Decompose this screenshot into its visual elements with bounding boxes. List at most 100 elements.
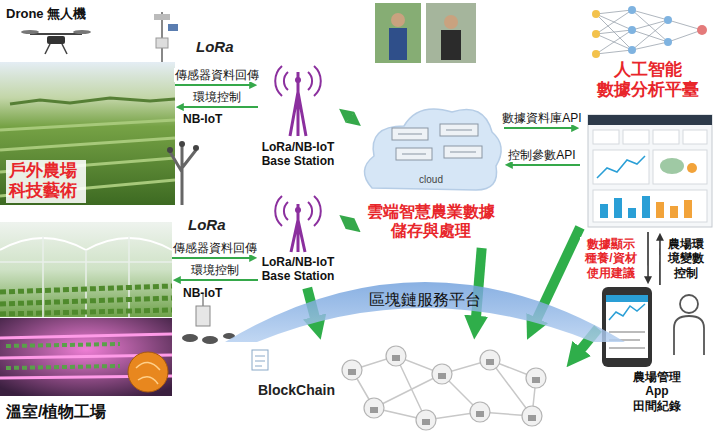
dashboard-screenshot xyxy=(593,190,707,222)
sensor-picture xyxy=(202,336,218,344)
blockchain-network-picture xyxy=(342,360,362,380)
greenhouse-photo xyxy=(0,222,172,317)
farmer-photos xyxy=(441,30,461,60)
dashboard-screenshot xyxy=(670,206,678,218)
blockchain-network-picture xyxy=(532,377,540,383)
picture-label: Drone 無人機 xyxy=(6,6,86,22)
blockchain-network-picture xyxy=(432,364,452,384)
blockchain-network-picture xyxy=(522,406,542,426)
blockchain-network-picture xyxy=(526,368,546,388)
plant-factory-photo xyxy=(128,352,168,392)
plant-factory-photo xyxy=(136,362,160,384)
sensor-picture xyxy=(182,334,198,342)
blockchain-network-picture xyxy=(352,356,536,420)
dashboard-screenshot xyxy=(597,156,645,178)
blockchain-network-picture xyxy=(348,355,540,425)
dashboard-screenshot xyxy=(687,163,697,173)
connector-arrow xyxy=(647,232,649,277)
node-text: 雲端智慧農業數據 儲存與處理 xyxy=(360,202,502,240)
app-box: 農場管理 App 田間紀錄 xyxy=(598,285,716,435)
phone-picture xyxy=(609,304,645,320)
connector-arrow xyxy=(512,164,580,166)
neural-network-picture xyxy=(592,30,600,38)
neural-network-picture xyxy=(596,10,702,54)
dashboard-screenshot xyxy=(653,130,679,144)
network-logo: LoRa xyxy=(188,216,226,234)
blockchain-network-picture xyxy=(370,407,378,413)
dashboard-screenshot xyxy=(653,150,707,184)
blockchain-network-picture xyxy=(480,350,500,370)
greenhouse-photo xyxy=(0,238,172,250)
neural-network-picture xyxy=(592,6,707,58)
antenna-symbol xyxy=(295,207,301,213)
connector-arrow xyxy=(659,240,661,285)
dashboard-screenshot xyxy=(588,115,712,227)
farmer-photos xyxy=(389,28,407,60)
person-icon xyxy=(674,295,704,355)
tree-sculpture-photo xyxy=(167,141,199,205)
blockchain-network-picture xyxy=(438,373,446,379)
node-text: 溫室/植物工場 xyxy=(6,402,106,421)
weather-station-picture xyxy=(154,14,170,20)
antenna-symbol xyxy=(275,66,321,136)
drone-picture xyxy=(45,44,50,54)
phone-picture xyxy=(602,287,652,367)
connector-label: 數據顯示 種養/資材 使用建議 xyxy=(580,237,642,280)
node-text: 區塊鏈服務平台 xyxy=(225,290,625,309)
connector-label: 農場環境變數控制 xyxy=(666,237,706,280)
plant-factory-photo xyxy=(6,344,120,368)
blockchain-network-picture xyxy=(422,419,430,425)
node-text: 人工智能 數據分析平臺 xyxy=(595,60,701,101)
greenhouse-photo xyxy=(0,236,172,317)
weather-station-picture xyxy=(156,38,168,48)
farmer-photos xyxy=(391,13,405,27)
network-name: NB-IoT xyxy=(183,286,222,300)
neural-network-picture xyxy=(628,46,636,54)
sensor-picture xyxy=(182,294,235,344)
cloud-shape xyxy=(398,130,476,154)
farmer-photos xyxy=(375,3,421,63)
drone-picture xyxy=(73,30,91,34)
dashboard-screenshot xyxy=(614,198,622,218)
neural-network-picture xyxy=(628,6,636,14)
antenna-symbol xyxy=(295,77,301,83)
drone-picture xyxy=(21,30,39,34)
farmer-photos xyxy=(444,15,458,29)
connector-label: 數據資料庫API xyxy=(501,111,582,125)
node-text: LoRa/NB-IoT Base Station xyxy=(258,140,338,169)
blockchain-network-picture xyxy=(342,346,546,430)
connector-arrow xyxy=(180,279,258,281)
neural-network-picture xyxy=(697,25,707,35)
blockchain-network-picture xyxy=(348,369,356,375)
dashboard-screenshot xyxy=(684,200,692,218)
neural-network-picture xyxy=(628,26,636,34)
tree-sculpture-photo xyxy=(167,147,173,153)
blockchain-network-picture xyxy=(364,398,384,418)
tree-sculpture-photo xyxy=(170,146,196,205)
document-icon xyxy=(252,350,268,370)
connector-label: 傳感器資料回傳 xyxy=(172,241,258,255)
node-text: cloud xyxy=(360,174,502,186)
ai-platform-box: 人工智能 數據分析平臺 xyxy=(580,0,716,232)
dashboard-screenshot xyxy=(588,115,712,125)
blockchain-network-picture xyxy=(528,415,536,421)
dashboard-screenshot xyxy=(660,158,684,174)
connector-arrow xyxy=(172,257,250,259)
tree-sculpture-photo xyxy=(179,141,185,147)
neural-network-picture xyxy=(592,50,600,58)
neural-network-picture xyxy=(592,10,600,18)
base-station: LoRa/NB-IoT Base Station xyxy=(258,62,340,175)
dashboard-screenshot xyxy=(683,130,707,144)
connector-arrow xyxy=(504,127,572,129)
blockchain-network-picture xyxy=(392,355,400,361)
connector-arrow xyxy=(349,117,351,119)
dashboard-screenshot xyxy=(593,130,619,144)
connector-arrow xyxy=(175,84,250,86)
farmer-photos xyxy=(375,3,476,63)
tree-sculpture-photo xyxy=(193,145,199,151)
weather-station-picture xyxy=(154,12,178,62)
node-text: BlockChain xyxy=(258,382,335,399)
